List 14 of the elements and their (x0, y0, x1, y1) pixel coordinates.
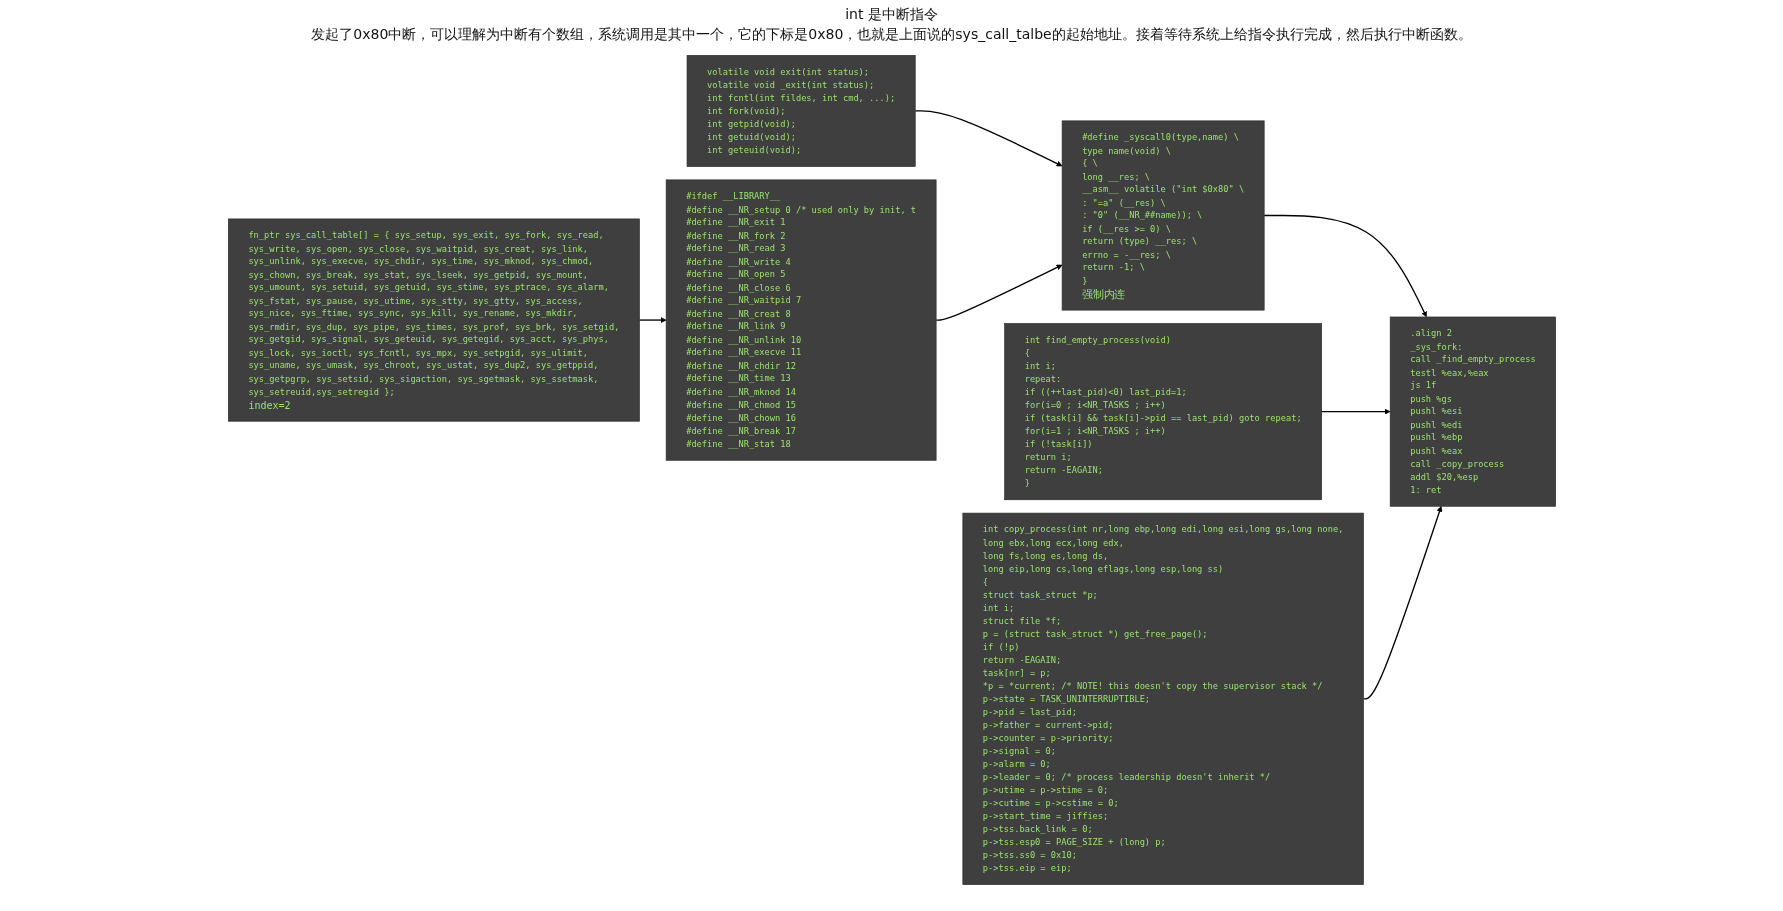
arrow (1263, 214, 1427, 318)
node-box: .align 2 _sys_fork: call _find_empty_process testl %eax,%eax js 1f push %gs pushl %esi pushl %edi pushl %ebp pushl %eax call _copy_process addl $20,%esp 1: ret (1389, 316, 1556, 507)
node-box: #ifdef __LIBRARY__ #define __NR_setup 0 /* used only by init, t #define __NR_exit 1 #define __NR_fork 2 #define __NR_read 3 #define __NR_write 4 #define __NR_open 5 #define __NR_close 6 #define __NR_waitpid 7 #define __NR_creat 8 #define __NR_link 9 #define __NR_unlink 10 #define __NR_execve 11 #define __NR_chdir 12 #define __NR_time 13 #define __NR_mknod 14 #define __NR_chmod 15 #define __NR_chown 16 #define __NR_break 17 #define __NR_stat 18 (665, 179, 936, 461)
node-box: fn_ptr sys_call_table[] = { sys_setup, sys_exit, sys_fork, sys_read, sys_write, sys_open, sys_close, sys_waitpid, sys_creat, sys_link, sys_unlink, sys_execve, sys_chdir, sys_time, sys_mknod, sys_chmod, sys_chown, sys_break, sys_stat, sys_lseek, sys_getpid, sys_mount, sys_umount, sys_setuid, sys_getuid, sys_stime, sys_ptrace, sys_alarm, sys_fstat, sys_pause, sys_utime, sys_stty, sys_gtty, sys_access, sys_nice, sys_ftime, sys_sync, sys_kill, sys_rename, sys_mkdir, sys_rmdir, sys_dup, sys_pipe, sys_times, sys_prof, sys_brk, sys_setgid, sys_getgid, sys_signal, sys_geteuid, sys_getegid, sys_acct, sys_phys, sys_lock, sys_ioctl, sys_fcntl, sys_mpx, sys_setpgid, sys_ulimit, sys_uname, sys_umask, sys_chroot, sys_ustat, sys_dup2, sys_getppid, sys_getpgrp, sys_setsid, sys_sigaction, sys_sgetmask, sys_ssetmask, sys_setreuid,sys_setregid }; index=2 (227, 218, 640, 422)
arrow (1362, 506, 1442, 700)
note-text: 发起了0x80中断，可以理解为中断有个数组，系统调用是其中一个，它的下标是0x80，也就是上面说的sys_call_talbe的起始地址。接着等待系统上给指令执行完成，然后执行中断函数。 (310, 26, 1473, 44)
node-box: int find_empty_process(void) { int i; repeat: if ((++last_pid)<0) last_pid=1; for(i=0 ; i<NR_TASKS ; i++) if (task[i] && task[i]->pid == last_pid) goto repeat; for(i=1 ; i<NR_TASKS ; i++) if (!task[i]) return i; return -EAGAIN; } (1003, 323, 1322, 501)
arrow (914, 110, 1062, 167)
arrow (934, 264, 1062, 321)
node-box: volatile void exit(int status); volatile void _exit(int status); int fcntl(int fildes, int cmd, ...); int fork(void); int getpid(void); int getuid(void); int geteuid(void); (686, 55, 916, 167)
arrow (1320, 408, 1390, 415)
node-box: int copy_process(int nr,long ebp,long edi,long esi,long gs,long none, long ebx,long ecx,long edx, long fs,long es,long ds, long eip,long cs,long eflags,long esp,long ss) { struct task_struct *p; int i; struct file *f; p = (struct task_struct *) get_free_page(); if (!p) return -EAGAIN; task[nr] = p; *p = *current; /* NOTE! this doesn't copy the supervisor stack */ p->state = TASK_UNINTERRUPTIBLE; p->pid = last_pid; p->father = current->pid; p->counter = p->priority; p->signal = 0; p->alarm = 0; p->leader = 0; /* process leadership doesn't inherit */ p->utime = p->stime = 0; p->cutime = p->cstime = 0; p->start_time = jiffies; p->tss.back_link = 0; p->tss.esp0 = PAGE_SIZE + (long) p; p->tss.ss0 = 0x10; p->tss.eip = eip; (962, 512, 1364, 885)
note-text: int 是中断指令 (844, 6, 939, 24)
arrow (638, 317, 666, 323)
